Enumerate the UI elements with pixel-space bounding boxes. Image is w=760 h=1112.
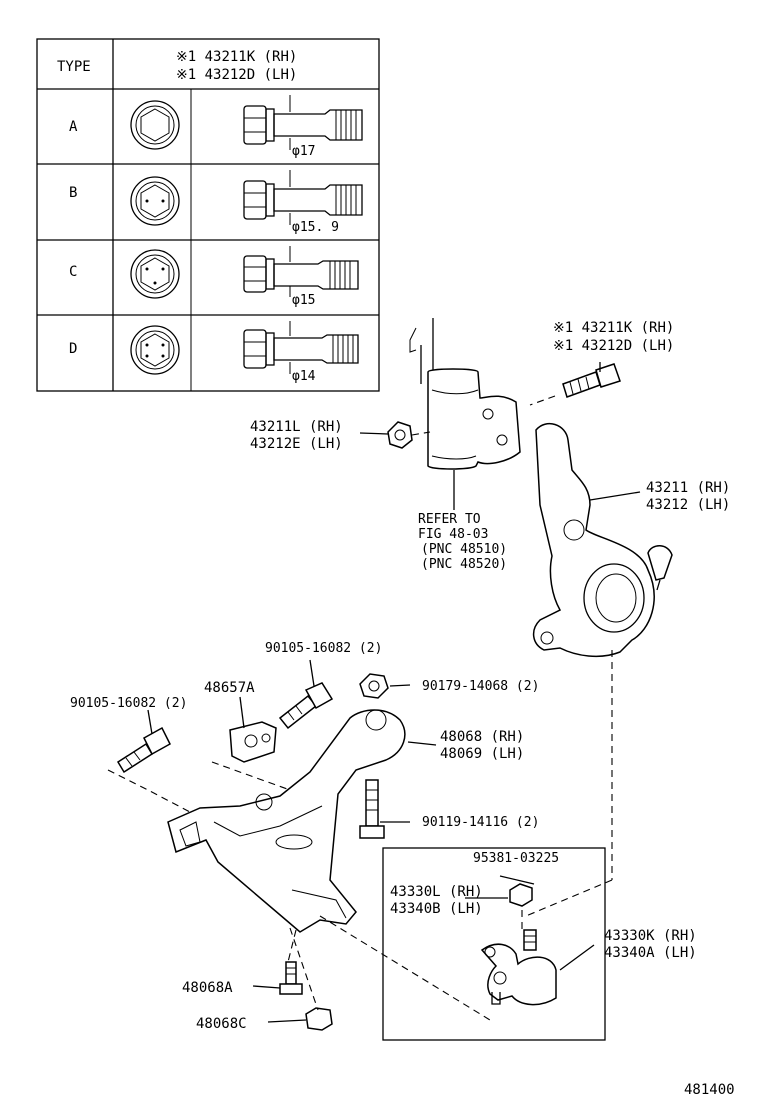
label-bj-nut-lh: 43340B (LH)	[390, 901, 483, 917]
type-c-head-icon	[130, 249, 180, 299]
figure-number: 481400	[684, 1082, 735, 1098]
type-a-bolt-icon: φ17	[243, 95, 363, 159]
label-pin-95381: 95381-03225	[473, 851, 559, 866]
label-bolt-90119: 90119-14116 (2)	[422, 815, 539, 830]
label-knuckle-lh: 43212 (LH)	[646, 497, 730, 513]
label-bolt-lh: ※1 43212D (LH)	[553, 338, 674, 354]
label-bj-lh: 43340A (LH)	[604, 945, 697, 961]
table-part-lh: ※1 43212D (LH)	[176, 67, 297, 83]
bolt-90119-icon	[359, 779, 385, 839]
label-bolt-48068a: 48068A	[182, 980, 233, 996]
lower-arm	[167, 709, 406, 933]
label-arm-rh: 48068 (RH)	[440, 729, 524, 745]
bolt-48068a-icon	[279, 961, 303, 995]
label-nut-90179: 90179-14068 (2)	[422, 679, 539, 694]
label-refer-2: FIG 48-03	[418, 527, 488, 542]
nut-90179-icon	[359, 673, 389, 699]
type-a-diameter: φ17	[292, 144, 315, 159]
knuckle-nut-icon	[387, 421, 431, 449]
bolt-90105-top-icon	[278, 682, 334, 730]
type-b-label: B	[69, 185, 77, 201]
leader-lines	[147, 362, 641, 1023]
label-bj-rh: 43330K (RH)	[604, 928, 697, 944]
type-c-diameter: φ15	[292, 293, 315, 308]
label-bolt-rh: ※1 43211K (RH)	[553, 320, 674, 336]
label-refer-1: REFER TO	[418, 512, 481, 527]
bracket-48657a-icon	[229, 721, 277, 763]
type-a-head-icon	[130, 100, 180, 150]
label-nut-48068c: 48068C	[196, 1016, 247, 1032]
bolt-90105-left-icon	[107, 726, 191, 813]
knuckle-bolt-icon	[529, 363, 621, 406]
type-b-head-icon	[130, 176, 180, 226]
type-d-head-icon	[130, 325, 180, 375]
label-bolt-90105-left: 90105-16082 (2)	[70, 696, 187, 711]
label-bj-nut-rh: 43330L (RH)	[390, 884, 483, 900]
label-arm-lh: 48069 (LH)	[440, 746, 524, 762]
label-refer-4: (PNC 48520)	[421, 557, 507, 572]
table-part-rh: ※1 43211K (RH)	[176, 49, 297, 65]
type-table: TYPE ※1 43211K (RH) ※1 43212D (LH) A B C…	[36, 38, 380, 392]
label-refer-3: (PNC 48510)	[421, 542, 507, 557]
type-c-label: C	[69, 264, 77, 280]
type-c-bolt-icon: φ15	[243, 246, 359, 308]
type-d-bolt-icon: φ14	[243, 321, 359, 384]
type-b-bolt-icon: φ15. 9	[243, 170, 363, 235]
nut-48068c-icon	[305, 1007, 333, 1031]
type-header: TYPE	[57, 59, 91, 75]
type-d-diameter: φ14	[292, 369, 316, 384]
label-bolt-90105-top: 90105-16082 (2)	[265, 641, 382, 656]
shock-absorber-bracket	[409, 318, 521, 510]
label-knuckle-rh: 43211 (RH)	[646, 480, 730, 496]
type-b-diameter: φ15. 9	[292, 220, 339, 235]
type-d-label: D	[69, 341, 77, 357]
label-nut-lh: 43212E (LH)	[250, 436, 343, 452]
type-a-label: A	[69, 119, 78, 135]
label-bracket-48657a: 48657A	[204, 680, 255, 696]
steering-knuckle	[532, 422, 673, 658]
label-nut-rh: 43211L (RH)	[250, 419, 343, 435]
ball-joint-box	[382, 847, 606, 1041]
